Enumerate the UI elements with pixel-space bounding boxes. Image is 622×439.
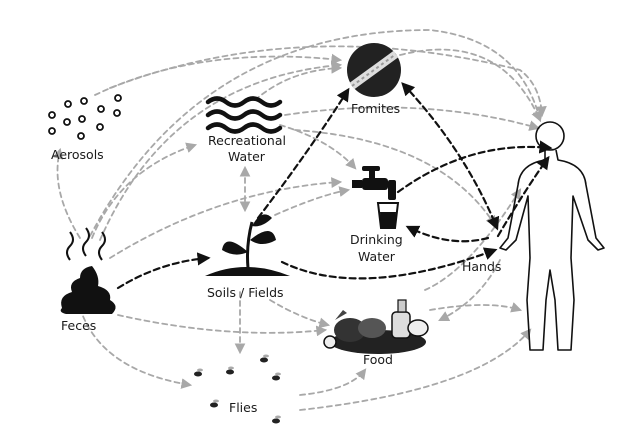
arrow-feces-drinking-water — [109, 177, 343, 259]
arrow-feces-food — [117, 314, 328, 337]
arrow-aerosols-fomites — [94, 53, 343, 96]
arrow-flies-person — [299, 328, 532, 411]
arrow-feces-soils — [116, 252, 211, 290]
label-recreational-water-line2: Water — [228, 149, 266, 164]
flies-icon — [194, 354, 281, 424]
arrow-food-person — [429, 302, 523, 313]
gray-pathways — [52, 29, 547, 411]
label-aerosols: Aerosols — [51, 147, 104, 162]
label-fomites: Fomites — [351, 101, 400, 116]
arrow-recreational-drinking — [279, 124, 357, 170]
arrow-food-hands — [424, 188, 522, 291]
feces-icon — [60, 227, 116, 314]
plant-icon — [205, 214, 290, 276]
black-pathways — [116, 82, 553, 290]
label-flies: Flies — [229, 400, 257, 415]
arrow-feces-person-top — [89, 29, 544, 237]
arrow-feces-recreational-water — [91, 142, 198, 239]
label-feces: Feces — [61, 318, 96, 333]
food-icon — [323, 299, 429, 354]
label-hands: Hands — [462, 259, 501, 274]
arrow-hands-person — [496, 155, 550, 238]
glass-icon — [376, 202, 400, 229]
arrow-recreational-person — [284, 106, 541, 131]
label-drinking-water-line2: Water — [358, 249, 396, 264]
arrow-recreational-fomites — [254, 62, 343, 101]
arrow-hands-food — [438, 259, 501, 321]
label-drinking-water-line1: Drinking — [350, 232, 403, 247]
arrow-soils-food — [269, 299, 331, 329]
person-icon — [499, 121, 605, 351]
arrow-soils-fomites — [256, 87, 350, 220]
arrow-flies-food — [299, 368, 367, 396]
label-food: Food — [363, 352, 393, 367]
arrow-feces-aerosols — [52, 147, 81, 239]
label-soils-fields: Soils / Fields — [207, 285, 284, 300]
tap-icon — [352, 166, 396, 200]
arrow-hands-drinking-water — [405, 225, 490, 243]
label-recreational-water-line1: Recreational — [208, 133, 286, 148]
arrow-fomites-person — [399, 48, 542, 122]
arrow-fomites-hands — [401, 82, 500, 231]
arrow-soils-drinking — [274, 186, 351, 216]
waves-icon — [205, 96, 283, 134]
ball-icon — [347, 43, 401, 97]
arrow-aerosols-person — [109, 45, 547, 118]
aerosols-icon — [48, 94, 122, 140]
arrow-soils-hands — [280, 247, 498, 280]
arrow-tap-person — [396, 140, 553, 194]
arrow-feces-fomites — [99, 60, 343, 241]
arrow-feces-flies — [79, 307, 193, 389]
